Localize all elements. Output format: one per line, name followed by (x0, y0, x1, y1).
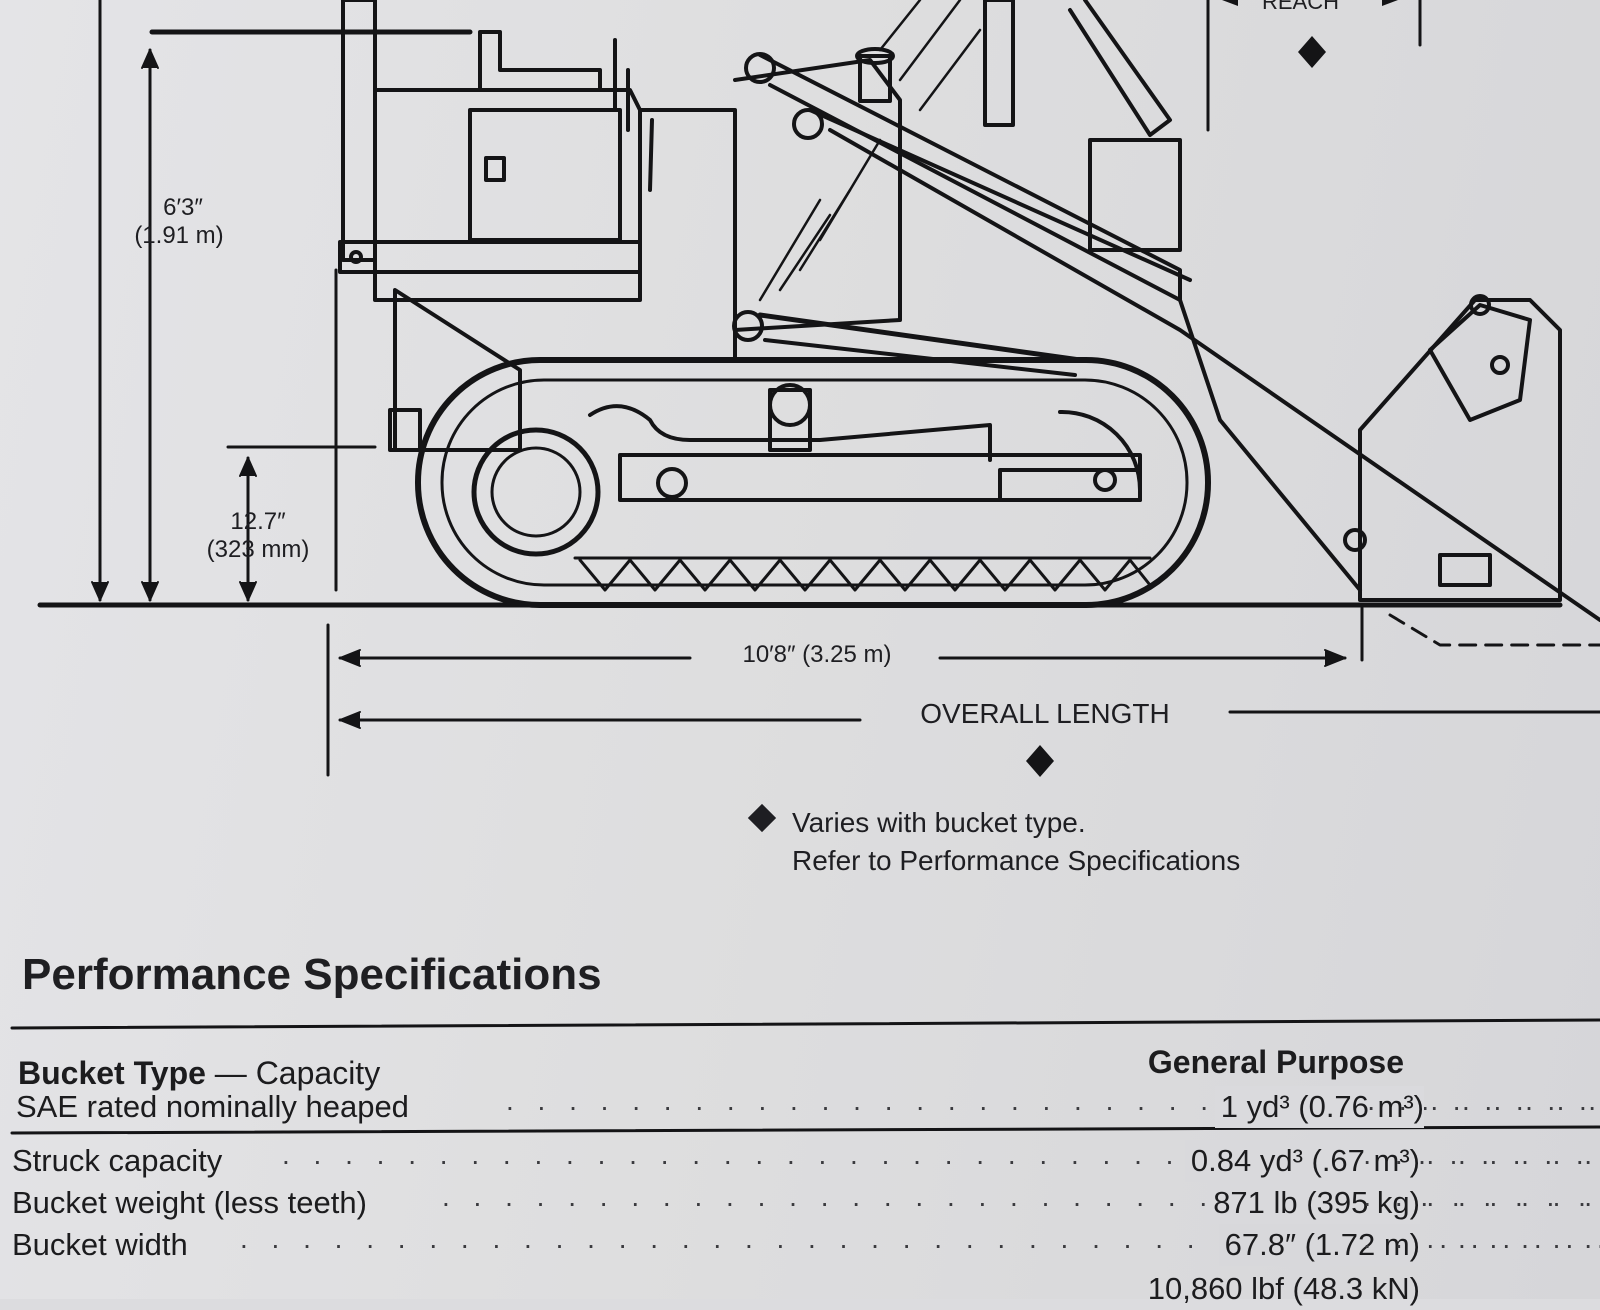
leader-dots: . . . . . . . . (1367, 1086, 1600, 1116)
column-heading-general-purpose: General Purpose (1147, 1044, 1404, 1080)
row-label: Struck capacity (12, 1143, 223, 1178)
track-length-label: 10′8″ (3.25 m) (742, 641, 892, 668)
table-header-left: Bucket Type — Capacity (18, 1052, 380, 1094)
overall-length-label: OVERALL LENGTH (920, 698, 1170, 729)
note-line-1: Varies with bucket type. (792, 807, 1086, 838)
row-value: 0.84 yd³ (.67 m³) (1184, 1140, 1420, 1182)
note-line-2: Refer to Performance Specifications (792, 845, 1241, 876)
leader-dots: . . . . . . . . (1363, 1224, 1600, 1254)
section-title: Performance Specifications (22, 950, 602, 999)
table-row: Bucket weight (less teeth) . . . . . . .… (12, 1182, 1600, 1224)
ground-clearance-label: 12.7″ (230, 508, 286, 535)
row-value: 1 yd³ (0.76 m³) (1214, 1086, 1424, 1128)
table-row: Bucket width . . . . . . . . . . . . . .… (12, 1224, 1600, 1266)
row-label: SAE rated nominally heaped (16, 1089, 409, 1124)
bucket-type-note: Varies with bucket type. Refer to Perfor… (747, 803, 1241, 880)
table-row: 10,860 lbf (48.3 kN) (12, 1268, 1600, 1310)
table-row: Struck capacity . . . . . . . . . . . . … (12, 1140, 1600, 1182)
cab-height-metric-label: (1.91 m) (134, 222, 224, 249)
leader-dots: . . . . . . . . (1363, 1140, 1600, 1170)
capacity-heading: — Capacity (205, 1055, 381, 1091)
reach-label: REACH (1262, 0, 1340, 14)
row-label: Bucket width (12, 1227, 188, 1262)
bucket-type-heading: Bucket Type (18, 1055, 206, 1091)
leader-dots: . . . . . . . . (1363, 1182, 1600, 1212)
cab-height-label: 6′3″ (163, 194, 203, 221)
table-row: SAE rated nominally heaped . . . . . . .… (16, 1086, 1600, 1128)
row-value: 10,860 lbf (48.3 kN) (1147, 1271, 1420, 1306)
row-label: Bucket weight (less teeth) (12, 1185, 367, 1220)
ground-clearance-metric-label: (323 mm) (206, 536, 310, 563)
row-value: 67.8″ (1.72 m) (1218, 1224, 1420, 1266)
row-value: 871 lb (395 kg) (1207, 1182, 1420, 1224)
